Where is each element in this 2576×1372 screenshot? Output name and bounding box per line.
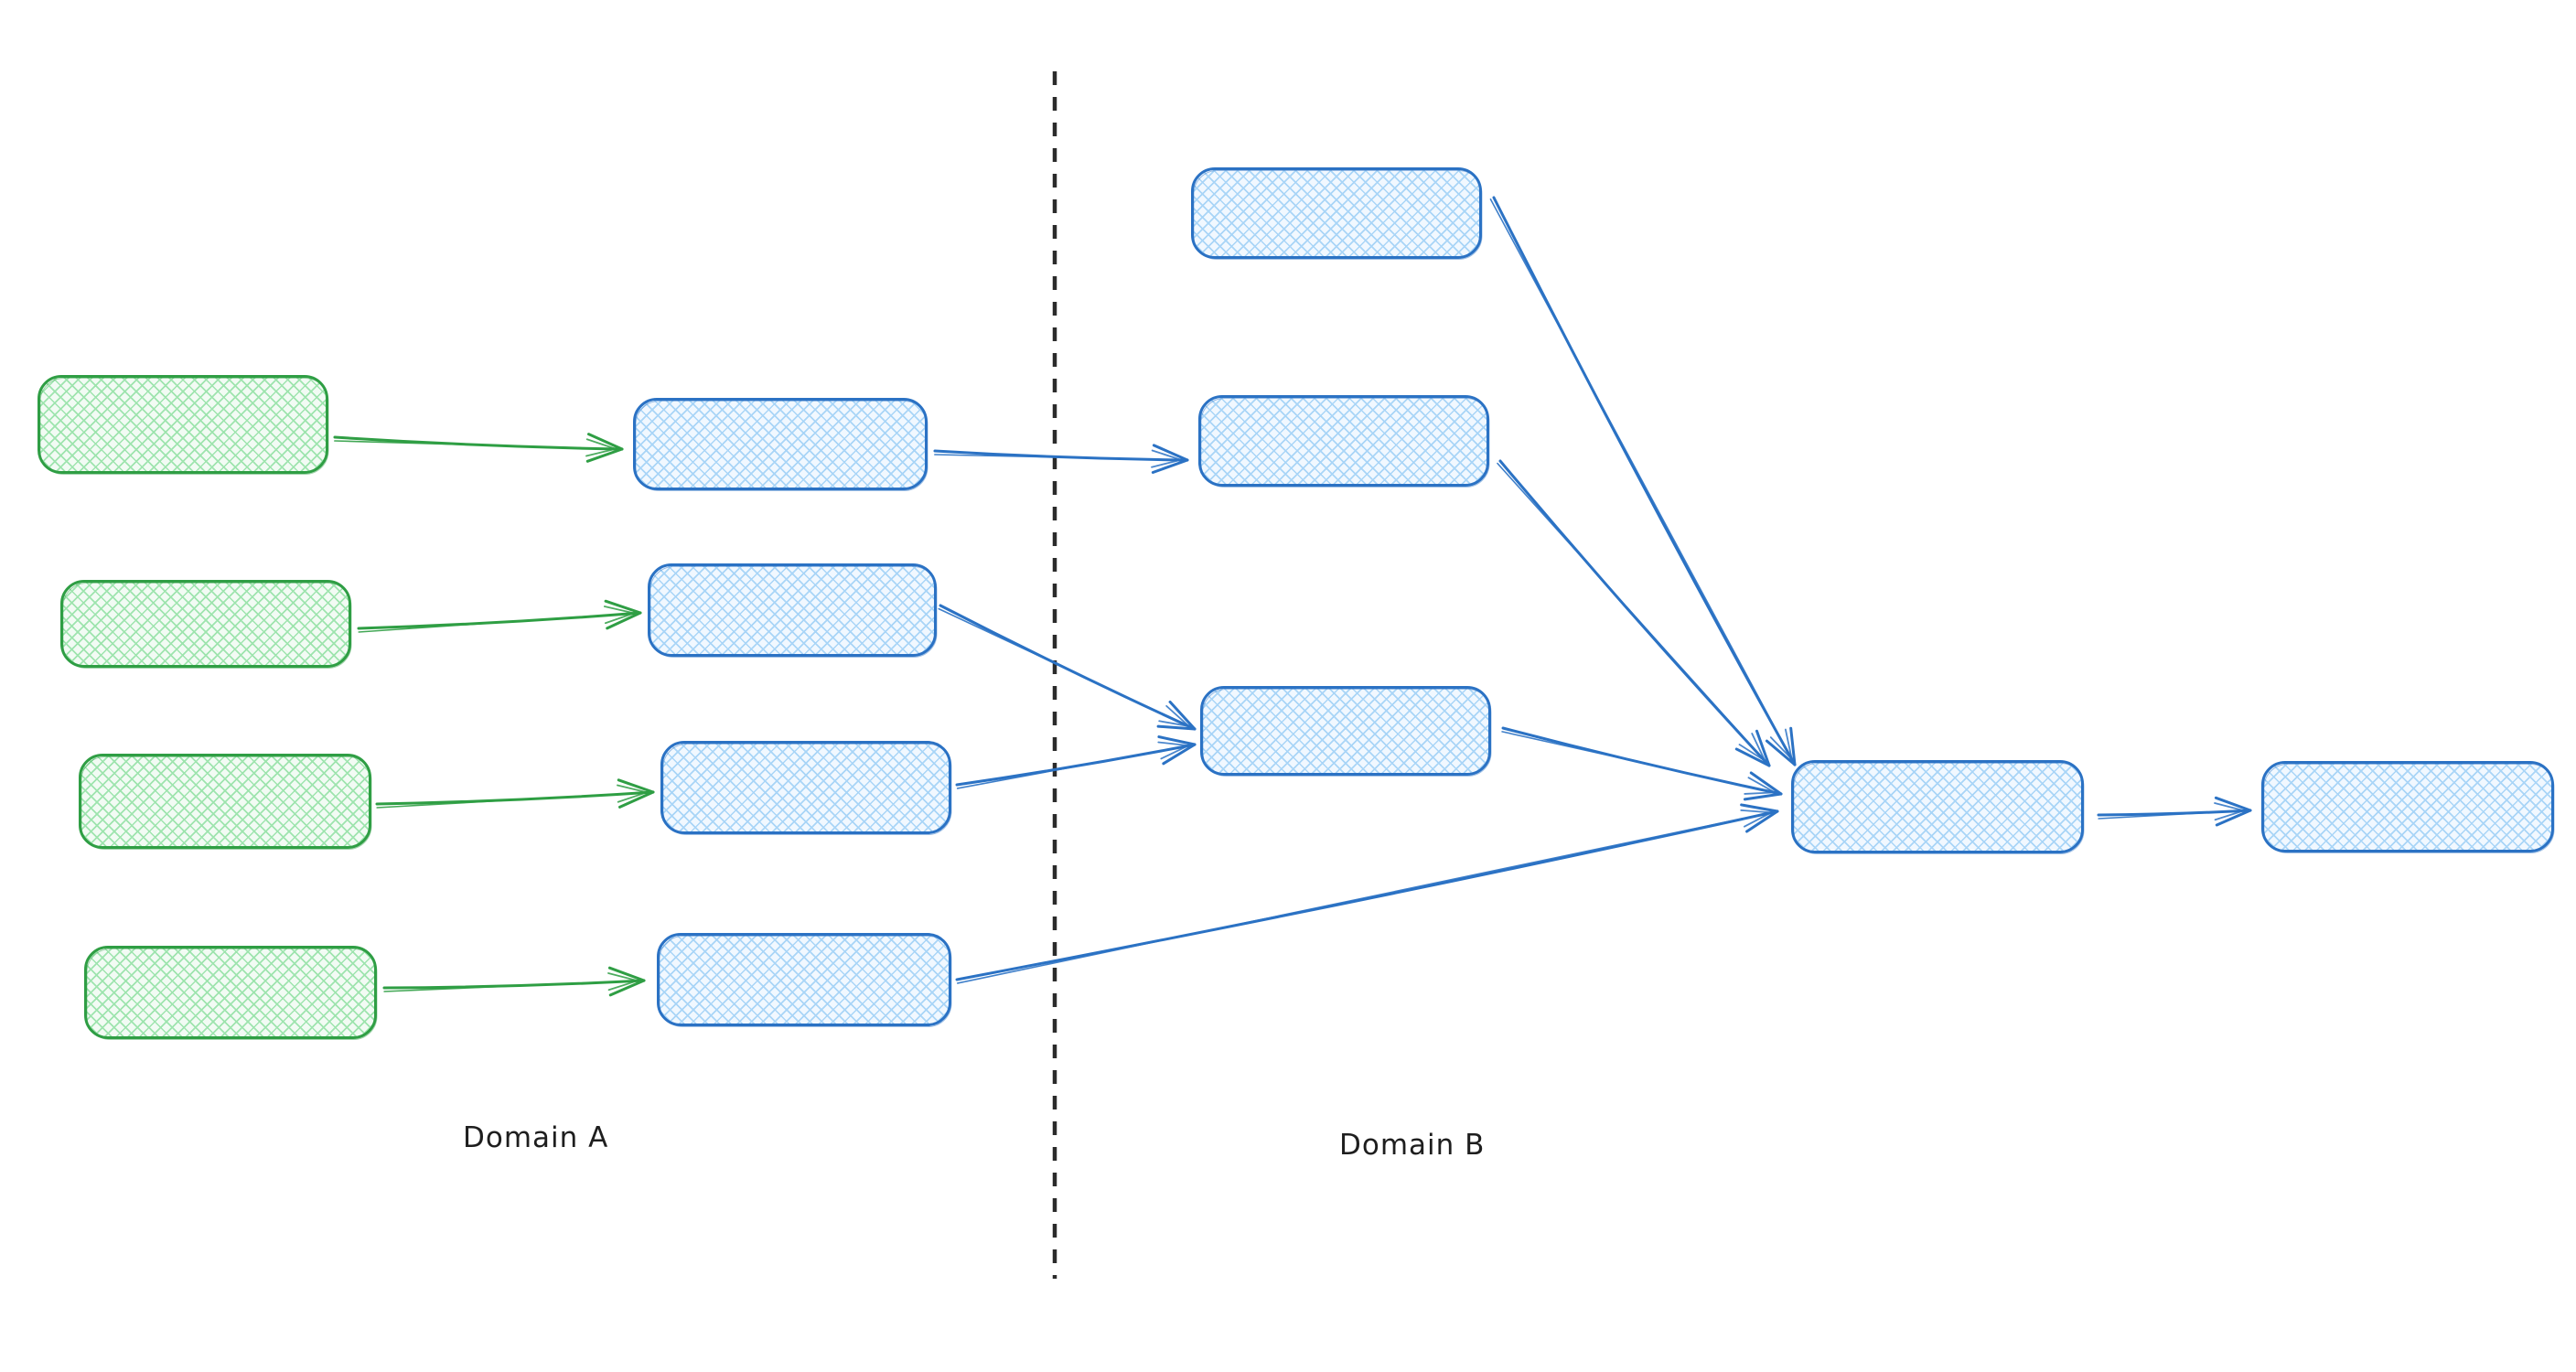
domain-a-stage-3[interactable] (660, 741, 951, 834)
domain-a-input-3[interactable] (79, 754, 371, 849)
arrow-domain-a-input-2-to-domain-a-stage-2[interactable] (357, 599, 642, 633)
domain-b-aggregator[interactable] (1791, 760, 2084, 853)
domain-b-output[interactable] (2261, 761, 2554, 852)
domain-a-stage-2[interactable] (648, 563, 937, 657)
arrow-domain-a-input-1-to-domain-a-stage-1[interactable] (333, 433, 624, 463)
domain-a-stage-4[interactable] (657, 933, 951, 1026)
arrow-domain-a-stage-2-to-domain-b-node-3[interactable] (938, 604, 1197, 731)
domain-b-label[interactable]: Domain B (1339, 1129, 1486, 1162)
domain-b-node-3[interactable] (1200, 686, 1491, 776)
arrow-domain-b-node-3-to-domain-b-aggregator[interactable] (1501, 726, 1783, 801)
arrow-domain-b-aggregator-to-domain-b-output[interactable] (2097, 796, 2252, 827)
arrow-domain-b-node-2-to-domain-b-aggregator[interactable] (1497, 459, 1771, 767)
domain-a-input-1[interactable] (38, 375, 328, 474)
arrow-domain-a-input-4-to-domain-a-stage-4[interactable] (382, 966, 646, 997)
domain-a-input-2[interactable] (60, 580, 351, 668)
arrow-domain-a-stage-4-to-domain-b-aggregator[interactable] (955, 803, 1779, 984)
arrow-domain-a-stage-1-to-domain-b-node-2[interactable] (933, 444, 1189, 474)
domain-a-stage-1[interactable] (633, 398, 928, 490)
domain-a-input-4[interactable] (84, 946, 377, 1039)
domain-a-label[interactable]: Domain A (463, 1121, 609, 1154)
arrow-domain-b-node-1-to-domain-b-aggregator[interactable] (1489, 196, 1797, 766)
domain-b-node-1[interactable] (1191, 167, 1482, 259)
arrow-domain-a-stage-3-to-domain-b-node-3[interactable] (955, 735, 1197, 789)
arrow-domain-a-input-3-to-domain-a-stage-3[interactable] (375, 778, 655, 809)
domain-b-node-2[interactable] (1198, 395, 1489, 487)
